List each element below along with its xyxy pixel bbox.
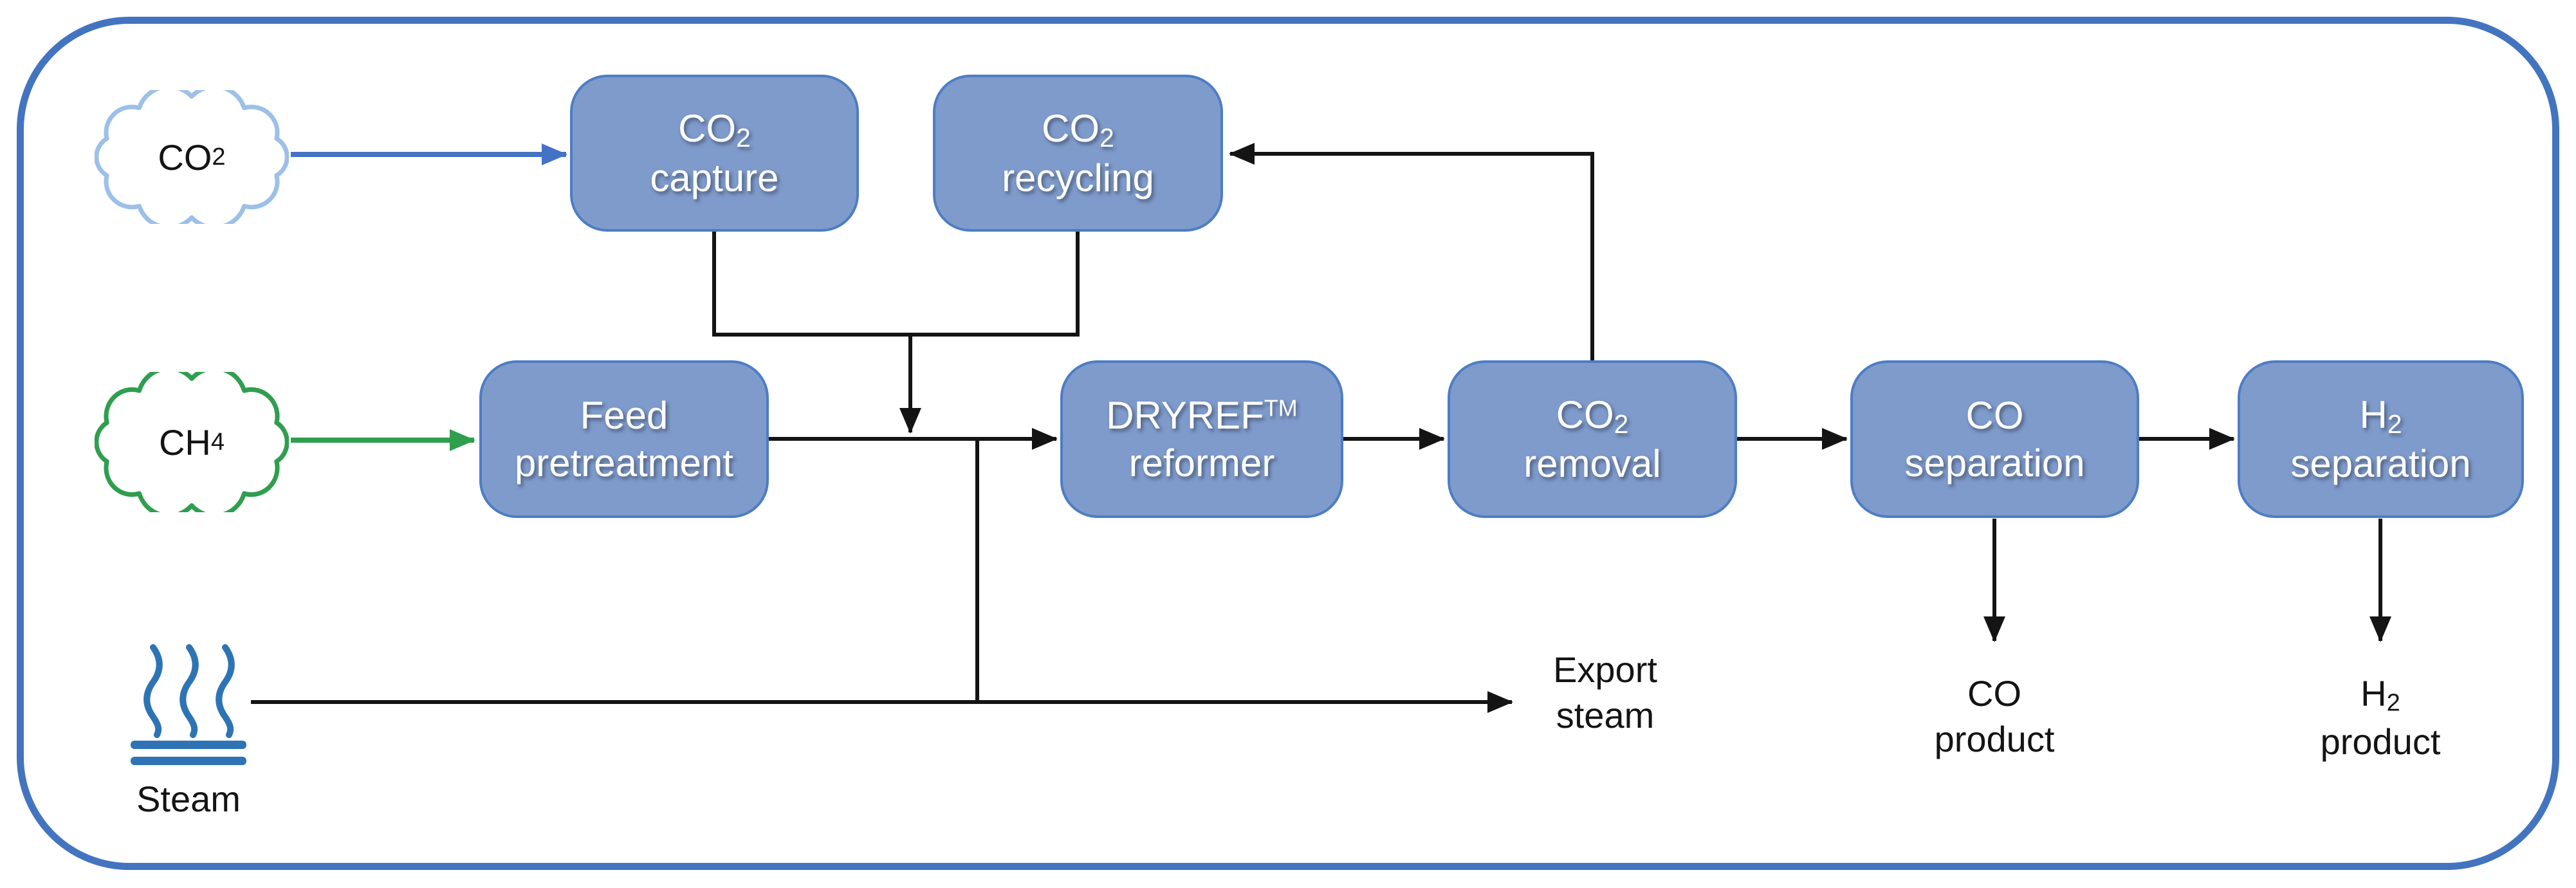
cloud-icon <box>95 90 289 224</box>
steam-icon <box>129 642 248 768</box>
capture-recycle-merge-line <box>712 232 1080 337</box>
cloud-icon <box>95 372 289 512</box>
steam-source-label: Steam <box>136 779 241 819</box>
diagram-outer-frame <box>17 17 2559 870</box>
co2-recycle-return-line <box>1229 143 1594 362</box>
